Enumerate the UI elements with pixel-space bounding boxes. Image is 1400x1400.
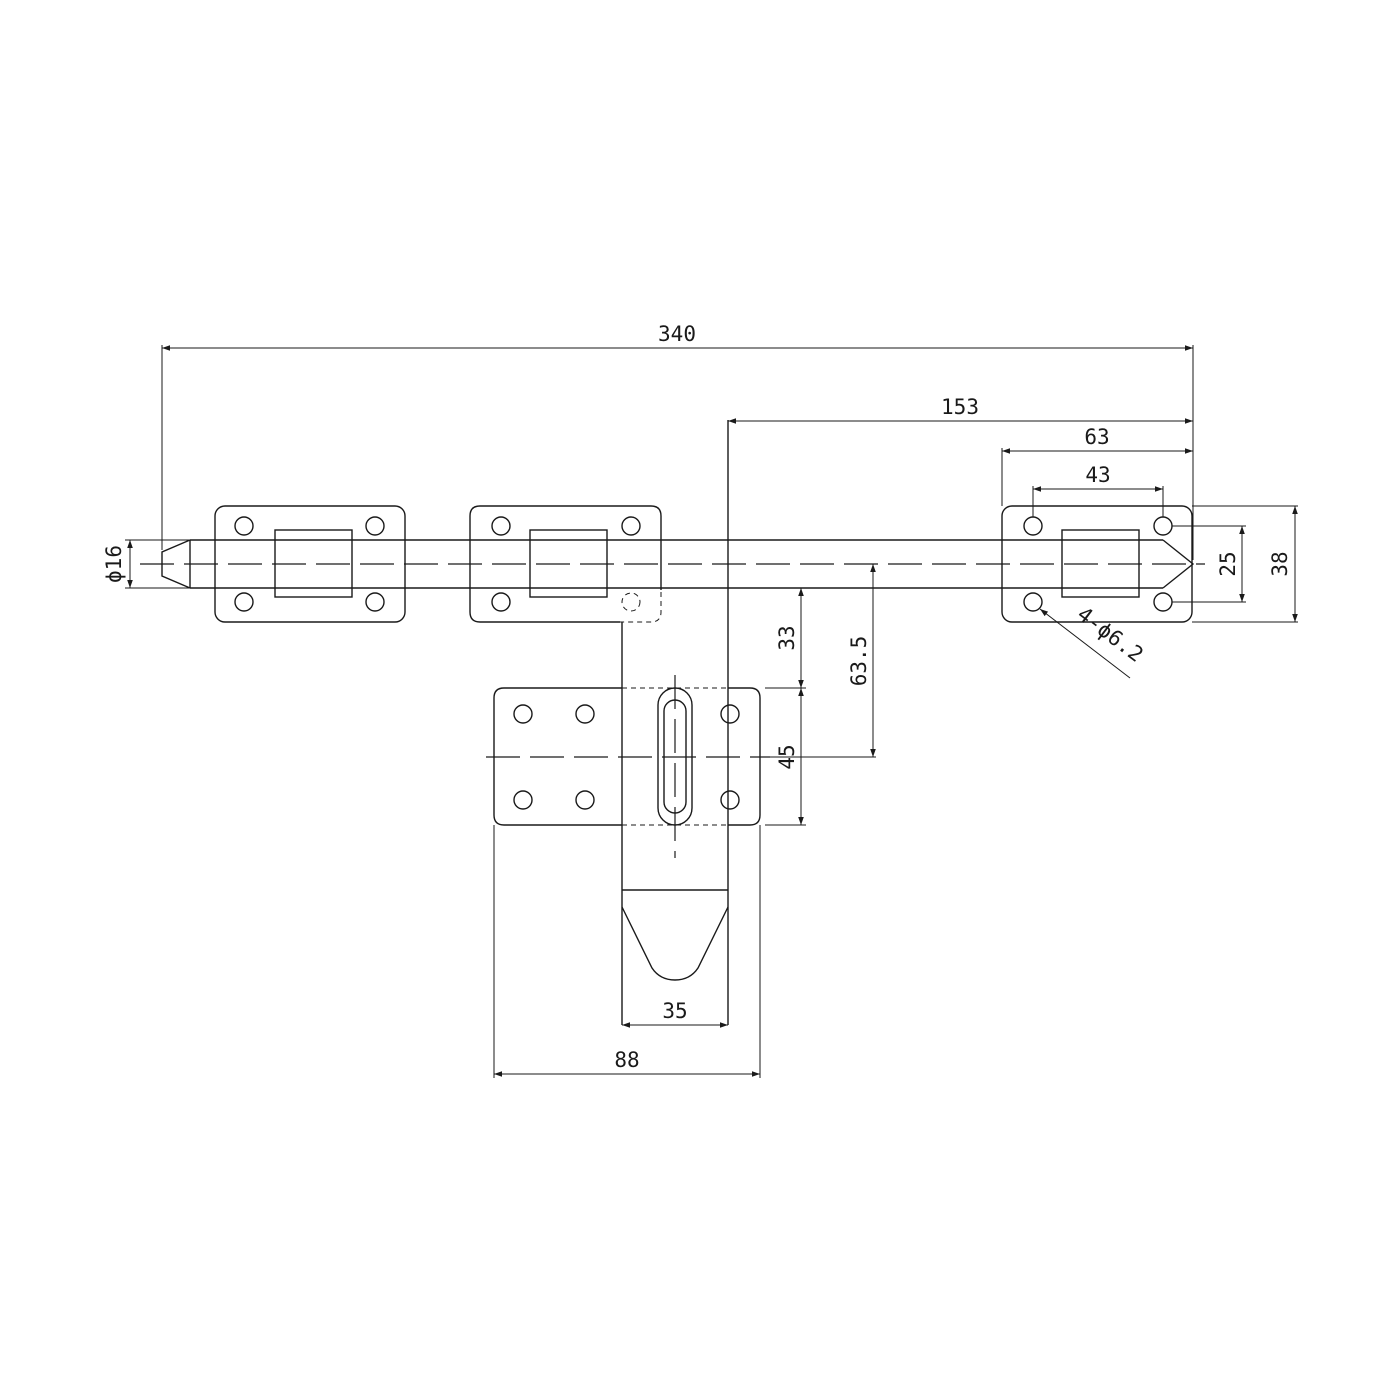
dim-hole-spacing-x: 43 xyxy=(1032,463,1164,517)
dim-center-to-end: 153 xyxy=(728,395,1193,424)
guide-plate-left xyxy=(214,505,406,623)
dim-label-33: 33 xyxy=(775,625,799,650)
dim-hasp-center: 63.5 xyxy=(770,564,876,758)
dim-hasp-width: 35 xyxy=(622,999,728,1028)
dim-label-38: 38 xyxy=(1268,551,1292,576)
dim-rod-diameter: ϕ16 xyxy=(102,539,190,589)
dim-label-340: 340 xyxy=(658,322,696,346)
dim-plate-height: 38 xyxy=(1192,505,1298,623)
dim-label-35: 35 xyxy=(662,999,687,1023)
dim-overall-length: 340 xyxy=(161,322,1194,560)
dim-label-63: 63 xyxy=(1084,425,1109,449)
dim-label-63-5: 63.5 xyxy=(847,636,871,687)
dim-hasp-offset: 33 xyxy=(765,588,806,689)
dim-label-hole-callout: 4-ϕ6.2 xyxy=(1073,602,1148,667)
dim-label-88: 88 xyxy=(614,1048,639,1072)
dim-label-rod-diameter: ϕ16 xyxy=(102,545,126,583)
dim-label-25: 25 xyxy=(1216,551,1240,576)
dim-hole-callout: 4-ϕ6.2 xyxy=(1039,602,1148,679)
dim-label-153: 153 xyxy=(941,395,979,419)
dim-hasp-plate-width: 88 xyxy=(493,825,761,1078)
guide-plate-middle xyxy=(469,505,662,623)
dim-label-43: 43 xyxy=(1085,463,1110,487)
dim-hole-spacing-y: 25 xyxy=(1172,525,1246,603)
hasp-plate xyxy=(493,687,761,826)
dim-plate-width: 63 xyxy=(1001,425,1193,506)
